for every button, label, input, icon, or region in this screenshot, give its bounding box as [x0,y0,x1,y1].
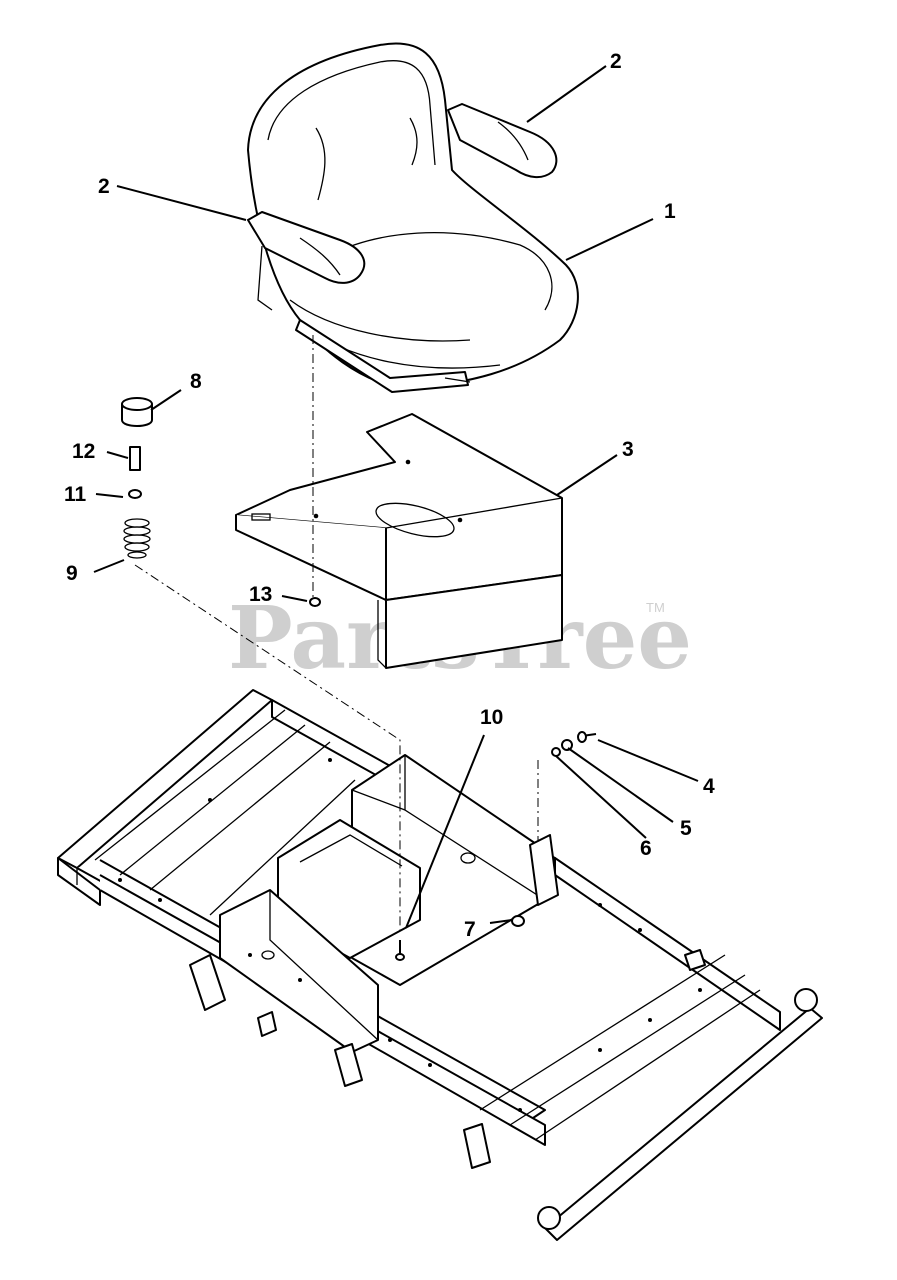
seat-assembly [247,42,579,393]
watermark-trademark: TM [646,600,665,615]
callout-1: 1 [664,200,676,223]
leader-lines [93,65,699,929]
callout-11: 11 [64,483,87,506]
callout-8: 8 [190,370,202,393]
callout-13: 13 [249,583,272,606]
callout-5: 5 [680,817,692,840]
assembly-centerlines [134,335,539,935]
callout-3: 3 [622,438,634,461]
callout-6: 6 [640,837,652,860]
frame [57,689,823,1241]
callout-2-left-armrest: 2 [98,175,110,198]
callout-12: 12 [72,440,95,463]
callout-labels: 1 2 2 3 4 5 6 7 8 9 10 11 12 13 [64,50,715,941]
callout-7: 7 [464,918,476,941]
callout-4: 4 [703,775,715,798]
callout-10: 10 [480,706,503,729]
spring-hardware [121,397,321,607]
callout-2-right-armrest: 2 [610,50,622,73]
seat-pan [235,413,563,669]
callout-9: 9 [66,562,78,585]
